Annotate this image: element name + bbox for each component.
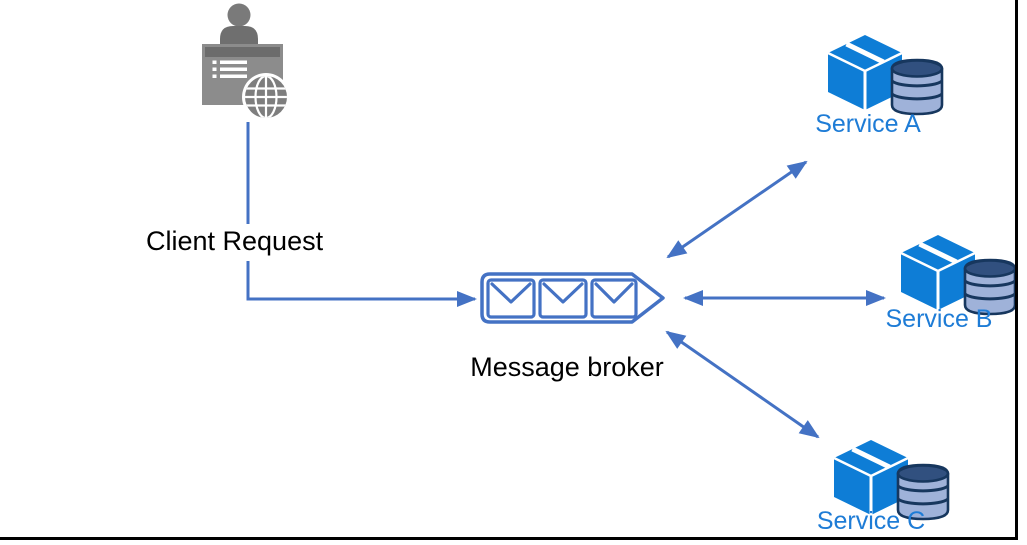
service-c-label: Service C [816,507,926,535]
arrow-broker-service-a [666,160,808,259]
globe-grid [245,76,287,118]
client-window-header [205,47,280,57]
client-window-list [212,60,247,78]
service-a-label: Service A [815,110,921,138]
service-a-icon [828,33,948,117]
client-torso [220,26,258,44]
message-broker-label: Message broker [470,352,664,382]
client-request-label: Client Request [146,226,324,256]
client-head [227,3,251,27]
client-browser-globe-icon [202,3,290,121]
frame-border-bottom [0,537,1018,540]
arrow-broker-service-c [665,330,820,439]
frame-border-right [1015,0,1018,540]
service-b-label: Service B [885,305,993,333]
broker-envelopes [486,278,638,319]
message-broker-icon [480,272,665,324]
arrow-client-to-broker [246,261,477,307]
